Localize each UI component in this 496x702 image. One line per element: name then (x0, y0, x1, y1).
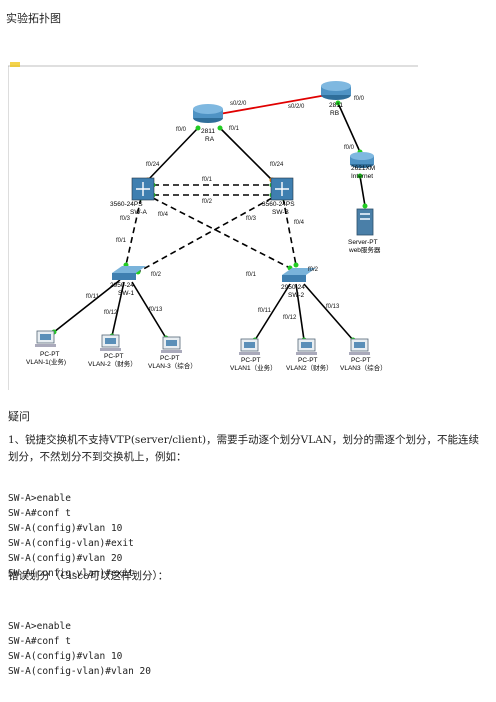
port-label: f0/1 (246, 272, 257, 278)
switch-sw1-icon (112, 266, 146, 280)
switch-sw2-icon (282, 268, 316, 282)
code-line: SW-A#conf t (8, 636, 71, 647)
sw1-name: SW-1 (118, 290, 135, 297)
server-name: web服务器 (348, 245, 381, 254)
ra-model: 2811 (201, 128, 215, 135)
pc-1-model: PC-PT (40, 351, 60, 358)
port-label: f0/24 (270, 162, 284, 168)
port-label: f0/0 (176, 127, 187, 133)
code-line: SW-A(config)#vlan 20 (8, 553, 123, 564)
links (53, 92, 366, 341)
sw2-name: SW-2 (288, 292, 305, 299)
pc-6-model: PC-PT (351, 357, 371, 364)
port-label: f0/3 (246, 216, 257, 222)
pc-4-model: PC-PT (241, 357, 261, 364)
router-internet-icon (350, 152, 374, 168)
code-line: SW-A(config-vlan)#exit (8, 538, 134, 549)
pc-5-model: PC-PT (298, 357, 318, 364)
network-topology-diagram: 2811 RA 2811 RB 2621XM Internet Server-P… (8, 62, 418, 390)
port-label: f0/11 (258, 308, 272, 314)
port-label: f0/3 (120, 216, 131, 222)
swb-model: 3560-24PS (262, 201, 295, 208)
port-label: f0/0 (344, 145, 355, 151)
pc-5-name: VLAN2（财务） (286, 363, 333, 372)
port-label: f0/4 (294, 220, 305, 226)
code-line: SW-A>enable (8, 621, 71, 632)
page-heading: 实验拓扑图 (6, 12, 61, 25)
rb-name: RB (330, 110, 339, 117)
port-label: f0/0 (354, 96, 365, 102)
code-line: SW-A(config-vlan)#exit (8, 568, 134, 579)
switch-swb-icon (270, 177, 294, 201)
pc-4-icon (239, 338, 260, 355)
port-label: f0/13 (149, 307, 163, 313)
sw1-model: 2950-24 (110, 282, 134, 289)
port-label: f0/11 (86, 294, 100, 300)
pc-2-icon (100, 334, 121, 351)
swa-name: SW-A (130, 209, 148, 216)
pc-4-name: VLAN1（业务） (230, 363, 277, 372)
port-label: f0/24 (146, 162, 160, 168)
port-label: f0/2 (308, 267, 319, 273)
port-label: f0/1 (202, 177, 213, 183)
port-label: s0/2/0 (230, 101, 247, 107)
rb-model: 2811 (329, 102, 343, 109)
pc-2-model: PC-PT (104, 353, 124, 360)
port-label: s0/2/0 (288, 104, 305, 110)
sw2-model: 2950-24 (281, 284, 305, 291)
pc-6-name: VLAN3（综合） (340, 363, 387, 372)
swa-model: 3560-24PS (110, 201, 143, 208)
port-label: f0/2 (202, 199, 213, 205)
pc-5-icon (296, 338, 317, 355)
pc-3-icon (161, 336, 182, 353)
pc-1-icon (35, 330, 56, 347)
router-ra-icon (193, 104, 223, 123)
port-label: f0/1 (229, 126, 240, 132)
internet-model: 2621XM (351, 165, 375, 172)
router-rb-icon (321, 81, 351, 100)
pc-3-name: VLAN-3（综合） (148, 361, 197, 370)
switch-swa-icon (131, 177, 155, 201)
swb-name: SW-B (272, 209, 289, 216)
server-model: Server-PT (348, 239, 378, 246)
pc-2-name: VLAN-2（财务） (88, 359, 137, 368)
port-label: f0/4 (158, 212, 169, 218)
port-label: f0/12 (104, 310, 118, 316)
code-line: SW-A>enable (8, 493, 71, 504)
server-icon (356, 208, 374, 236)
port-label: f0/1 (116, 238, 127, 244)
pc-6-icon (349, 338, 370, 355)
wrong-division-text: 错误划分（Cisco可以这样划分）： (8, 570, 169, 582)
section-heading: 疑问 (8, 410, 30, 423)
code-line: SW-A(config)#vlan 10 (8, 523, 123, 534)
internet-name: Internet (351, 173, 373, 180)
question-text: 1、锐捷交换机不支持VTP(server/client)，需要手动逐个划分VLA… (8, 434, 479, 463)
port-label: f0/13 (326, 304, 340, 310)
port-label: f0/12 (283, 315, 297, 321)
code-line: SW-A#conf t (8, 508, 71, 519)
code-line: SW-A(config)#vlan 10 (8, 651, 123, 662)
pc-3-model: PC-PT (160, 355, 180, 362)
port-label: f0/2 (151, 272, 162, 278)
code-line: SW-A(config-vlan)#vlan 20 (8, 666, 151, 677)
pc-1-name: VLAN-1(业务) (26, 357, 66, 366)
ra-name: RA (205, 136, 215, 143)
